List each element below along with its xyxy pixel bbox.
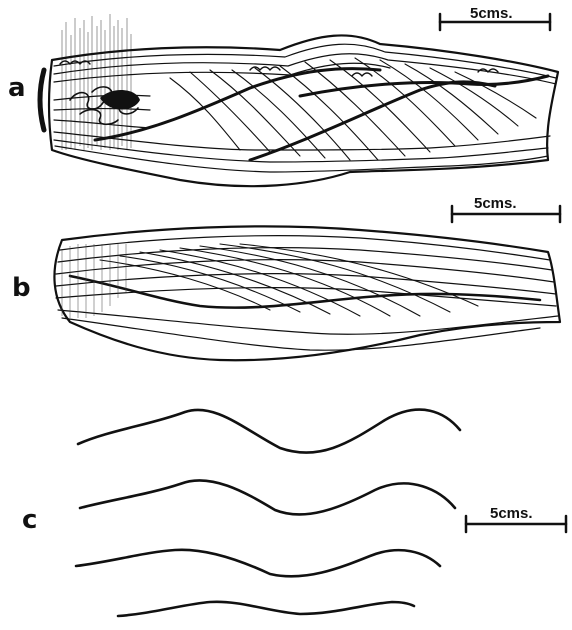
panel-c-scale-label: 5cms. — [490, 505, 533, 522]
panel-a-scale-label: 5cms. — [470, 5, 513, 22]
panel-a: a 5cms. — [8, 5, 558, 186]
panel-c: c 5cms. — [22, 410, 566, 616]
panel-c-wave-1 — [78, 410, 460, 453]
panel-b-erosion-surface — [70, 276, 540, 308]
panel-b-scale-bar: 5cms. — [452, 195, 560, 222]
panel-a-scale-bar: 5cms. — [440, 5, 550, 30]
panel-b-letter: b — [12, 273, 31, 303]
panel-c-wave-3 — [76, 550, 440, 577]
panel-a-shading — [62, 14, 131, 150]
panel-a-erosion-surfaces — [95, 69, 548, 160]
panel-b: b 5cms. — [12, 195, 560, 360]
panel-c-scale-bar: 5cms. — [466, 505, 566, 532]
panel-b-outline — [54, 226, 560, 360]
panel-a-cross-laminae — [170, 58, 536, 160]
panel-a-letter: a — [8, 73, 26, 103]
panel-a-ripple-marks — [60, 61, 498, 76]
panel-c-wavy-laminae — [76, 410, 460, 616]
panel-b-scale-label: 5cms. — [474, 195, 517, 212]
panel-a-left-bracket — [40, 70, 44, 130]
panel-c-wave-4 — [118, 602, 414, 616]
panel-a-dark-lens — [100, 90, 140, 110]
panel-c-wave-2 — [80, 480, 455, 514]
panel-c-letter: c — [22, 505, 37, 535]
